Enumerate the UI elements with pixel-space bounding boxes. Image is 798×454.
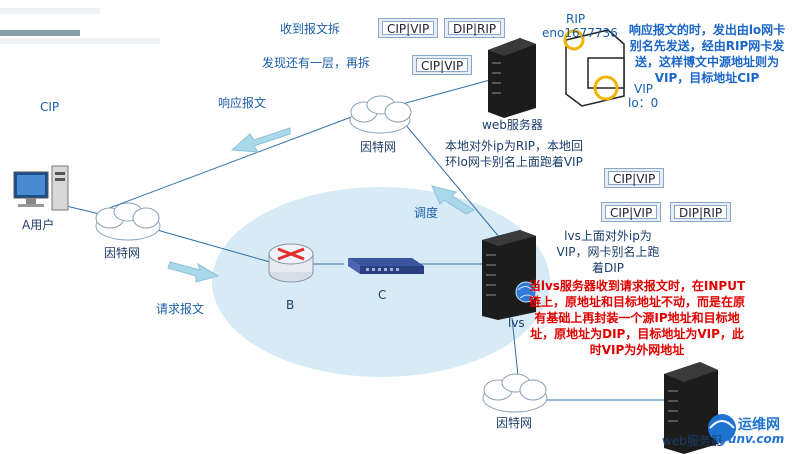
nic-illustration [563, 29, 625, 107]
internet-bottom-label: 因特网 [496, 416, 533, 430]
response-arrow [230, 127, 291, 153]
packet-mid-a: CIP|VIP [604, 168, 665, 188]
lvs-red-note: 当lvs服务器收到请求报文时，在INPUT链上，原地址和目标地址不动，而是在原有… [528, 279, 746, 357]
packet-top-c: CIP|VIP [412, 55, 473, 75]
user-a-label: A用户 [22, 218, 55, 232]
cloud-top [349, 95, 412, 134]
packet-cell: CIP|VIP [416, 58, 469, 73]
cloud-left [95, 202, 161, 241]
router-icon [268, 243, 314, 283]
switch-icon [348, 258, 424, 274]
watermark-cn: 运维网 [738, 417, 780, 433]
cip-label: CIP [40, 100, 60, 114]
cloud-bottom [482, 373, 548, 413]
schedule-arrow [431, 185, 476, 215]
lvs-server-icon [482, 230, 537, 320]
link-internet-lvs [399, 117, 501, 239]
packet-cell: CIP|VIP [382, 21, 435, 36]
packet-top-a: CIP|VIP [378, 18, 439, 38]
web-server-top-icon [488, 38, 536, 118]
lvs-label: lvs [508, 316, 525, 330]
packet-cell: DIP|RIP [448, 21, 502, 36]
lvs-note: lvs上面对外ip为VIP，网卡别名上跑着DIP [556, 229, 660, 275]
request-msg-label: 请求报文 [156, 302, 205, 316]
rip-label: RIP [566, 12, 586, 26]
packet-top-b: DIP|RIP [444, 18, 506, 38]
receive-unpack-label: 收到报文拆 [280, 22, 341, 36]
request-arrow [167, 261, 220, 283]
internet-top-label: 因特网 [360, 140, 397, 154]
lo-label: lo：0 [628, 96, 659, 110]
packet-cell: CIP|VIP [605, 205, 658, 220]
web-note: 本地对外ip为RIP，本地回环lo网卡别名上面跑着VIP [444, 139, 584, 169]
web-server-bottom-icon [664, 362, 718, 454]
response-note: 响应报文的时，发出由lo网卡别名先发送，经由RIP网卡发送，这样博文中源地址则为… [628, 23, 786, 85]
router-b-label: B [286, 298, 295, 312]
link-internet-top [103, 109, 371, 211]
switch-c-label: C [378, 288, 387, 302]
packet-mid-c: DIP|RIP [670, 202, 732, 222]
response-msg-label: 响应报文 [218, 96, 267, 110]
packet-cell: CIP|VIP [608, 171, 661, 186]
web-server-top-label: web服务器 [482, 118, 543, 132]
watermark-logo-icon [708, 414, 736, 442]
packet-mid-b: CIP|VIP [601, 202, 662, 222]
unpack-again-label: 发现还有一层，再拆 [262, 56, 371, 70]
internet-left-label: 因特网 [104, 246, 141, 260]
header-bar-left [0, 30, 80, 36]
eno-label: eno1677736 [542, 26, 618, 40]
packet-cell: DIP|RIP [674, 205, 728, 220]
web-server-bottom-label: web服务器 [662, 434, 723, 448]
header-bar-light [0, 38, 160, 44]
watermark-url: iyunv.com [716, 432, 785, 446]
link-internet-router [149, 227, 271, 263]
schedule-label: 调度 [414, 206, 439, 220]
pc-icon [13, 165, 69, 211]
header-bar-dark [0, 8, 100, 14]
vip-label: VIP [634, 82, 653, 96]
